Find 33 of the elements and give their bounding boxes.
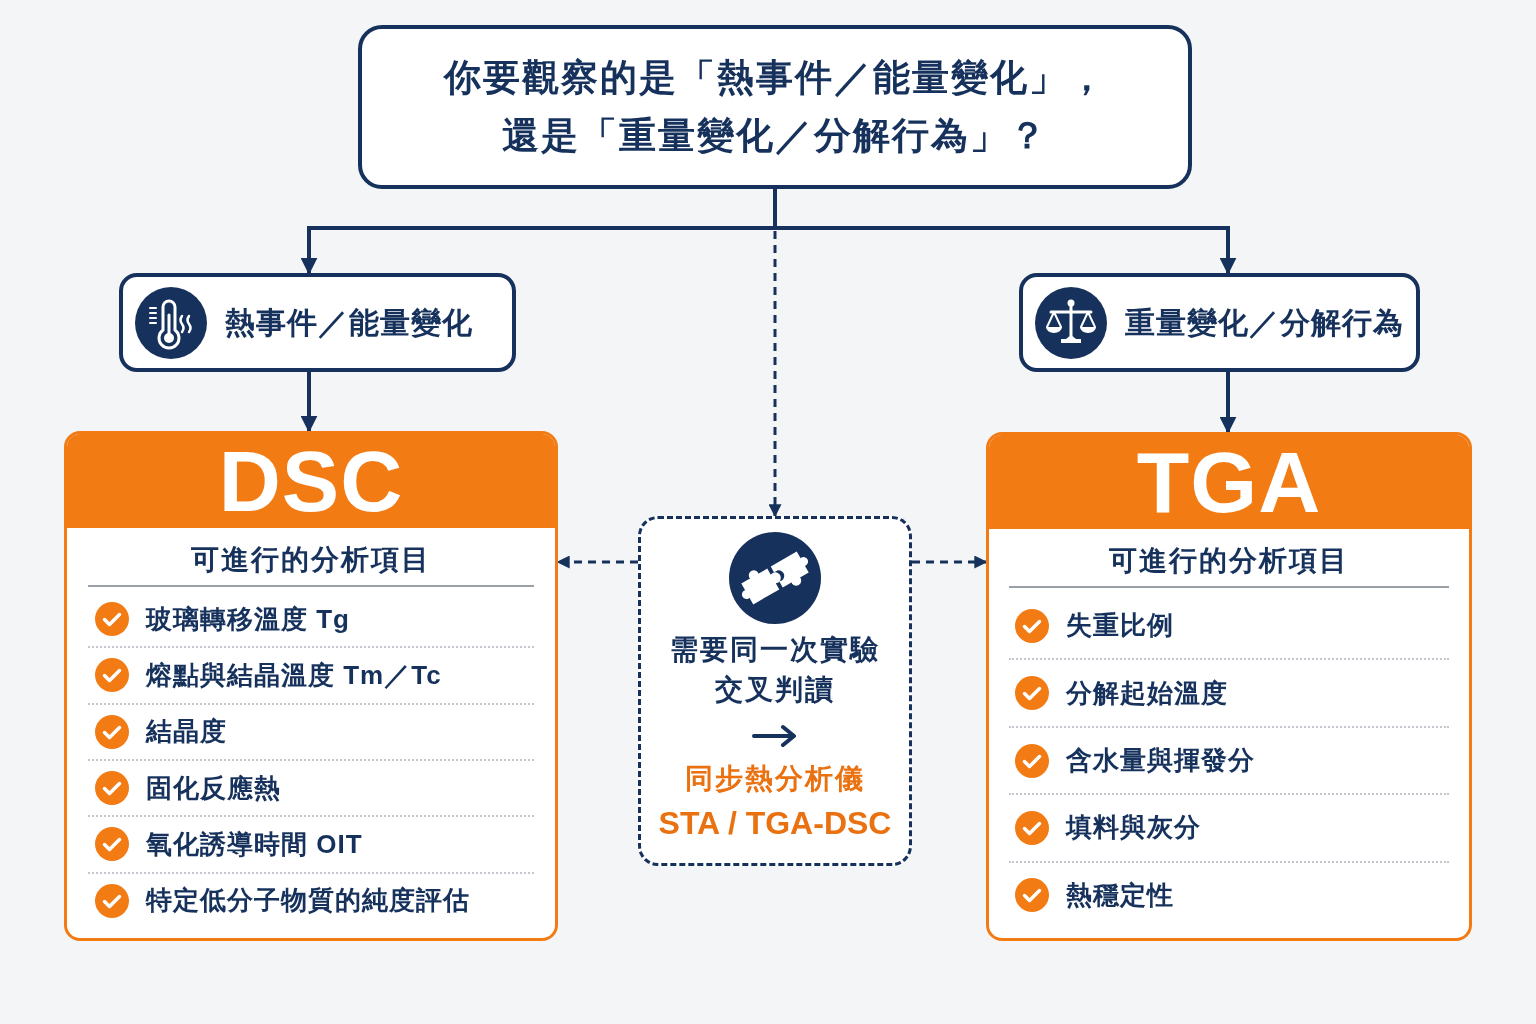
dashed-arrow: [556, 555, 638, 569]
list-item-text: 填料與灰分: [1066, 812, 1201, 844]
category-title: 熱事件／能量變化: [225, 304, 473, 341]
list-item-text: 結晶度: [146, 716, 227, 748]
dashed-arrow: [912, 555, 988, 569]
list-heading: 可進行的分析項目: [191, 543, 431, 577]
connector-arrow: [300, 372, 318, 433]
category-box: [1019, 273, 1420, 372]
category-box: [119, 273, 516, 372]
analysis-card: [986, 432, 1472, 941]
instrument-code: STA / TGA-DSC: [658, 804, 892, 843]
list-item-text: 特定低分子物質的純度評估: [146, 885, 470, 917]
category-title: 重量變化／分解行為: [1125, 304, 1404, 341]
list-heading: 可進行的分析項目: [1109, 544, 1349, 578]
list-item-text: 含水量與揮發分: [1066, 744, 1255, 777]
analysis-card: [64, 431, 558, 941]
list-item-text: 玻璃轉移溫度 Tg: [146, 603, 350, 635]
dashed-arrow: [768, 189, 782, 518]
card-title: TGA: [1136, 439, 1322, 525]
list-item-text: 熱穩定性: [1066, 879, 1174, 911]
question-box: [358, 25, 1192, 189]
connector-arrow: [1219, 372, 1237, 434]
note-text: 需要同一次實驗交叉判讀: [669, 633, 881, 707]
list-item-text: 失重比例: [1066, 610, 1174, 642]
list-item-text: 熔點與結晶溫度 Tm／Tc: [146, 659, 442, 692]
connector-arrow: [773, 189, 1237, 275]
list-item-text: 固化反應熱: [146, 772, 281, 804]
question-text: 你要觀察的是「熱事件／能量變化」，還是「重量變化／分解行為」？: [442, 56, 1108, 158]
list-item-text: 分解起始溫度: [1066, 677, 1228, 709]
card-title: DSC: [218, 438, 404, 524]
list-item-text: 氧化誘導時間 OIT: [146, 828, 363, 861]
note-box: [638, 516, 912, 866]
instrument-name: 同步熱分析儀: [685, 762, 865, 796]
